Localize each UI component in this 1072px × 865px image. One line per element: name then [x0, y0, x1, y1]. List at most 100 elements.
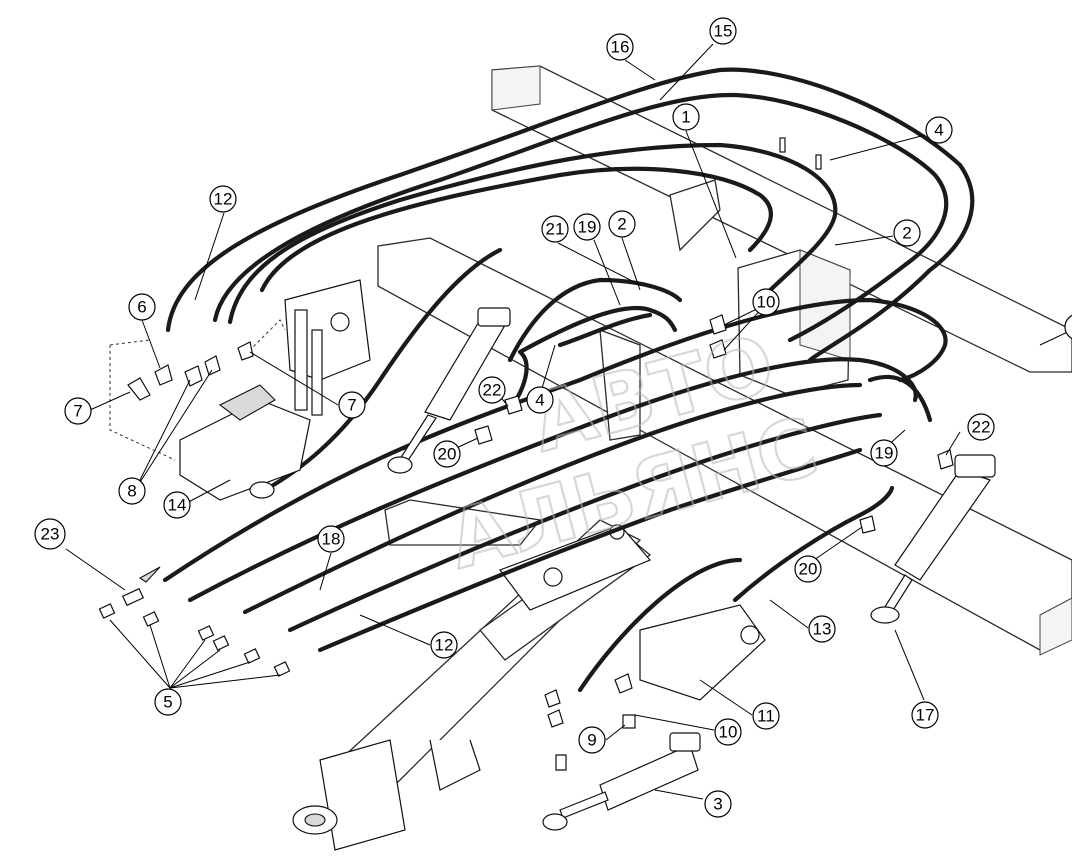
- pivot-bracket: [639, 604, 766, 701]
- hose-14: [162, 297, 948, 583]
- fitting-5-f: [273, 661, 291, 677]
- callout-18: 18: [317, 525, 345, 553]
- svg-text:2: 2: [617, 215, 626, 234]
- fitting-elbow-7-left: [127, 377, 151, 401]
- hose-12-lower-b: [287, 412, 883, 633]
- bolt-4-b: [815, 154, 822, 170]
- fittings: [98, 137, 954, 771]
- svg-text:2: 2: [902, 224, 911, 243]
- callout-10-a: 10: [752, 288, 780, 316]
- valve-hidden-lines-2: [244, 319, 286, 356]
- bolt-4-a: [779, 137, 786, 153]
- fitting-5-d: [212, 635, 230, 651]
- svg-text:21: 21: [546, 220, 565, 239]
- hose-1: [259, 166, 773, 293]
- callout-21: 21: [541, 215, 569, 243]
- fitting-10-upper-b: [709, 339, 727, 359]
- svg-text:15: 15: [714, 22, 733, 41]
- svg-text:14: 14: [168, 496, 187, 515]
- valve-outlet: [249, 481, 275, 499]
- coupler-knob: [543, 567, 563, 587]
- svg-text:18: 18: [322, 530, 341, 549]
- fitting-5-e: [243, 648, 261, 664]
- svg-text:10: 10: [719, 723, 738, 742]
- right-hydraulic-cylinder: [870, 454, 996, 624]
- direction-arrow: [138, 566, 161, 583]
- bottom-cylinder-body: [599, 744, 699, 811]
- bottom-cylinder-clevis: [542, 813, 568, 831]
- left-upper-bracket: [669, 179, 721, 252]
- callout-23: 23: [34, 518, 66, 550]
- fitting-5-c: [197, 625, 215, 641]
- callout-20-b: 20: [794, 555, 822, 583]
- drawbar-assembly: [292, 499, 766, 851]
- svg-text:9: 9: [587, 731, 596, 750]
- bottom-cylinder-cap: [669, 732, 701, 752]
- callout-14: 14: [163, 491, 191, 519]
- fitting-10-lower: [614, 673, 633, 694]
- valve-post-2: [311, 329, 323, 416]
- hose-19-left: [507, 305, 678, 413]
- svg-text:5: 5: [163, 693, 172, 712]
- lower-frame-beam: [377, 237, 1072, 651]
- coupler-housing: [499, 524, 651, 611]
- fitting-23: [121, 587, 145, 607]
- left-cylinder-cap: [477, 307, 511, 327]
- callout-19-b: 19: [870, 439, 898, 467]
- callout-leaders: [65, 43, 1072, 800]
- callout-10-b: 10: [714, 718, 742, 746]
- upper-frame-beam-side: [491, 65, 541, 111]
- hitch-eye-hole: [304, 813, 326, 827]
- lower-frame-beam-end: [1039, 597, 1072, 656]
- fitting-20-right: [859, 515, 876, 534]
- fitting-10-upper: [709, 314, 727, 335]
- svg-text:19: 19: [578, 218, 597, 237]
- callout-4-b: 4: [526, 386, 554, 414]
- fitting-22-right: [937, 449, 954, 470]
- callout-3: 3: [704, 790, 732, 818]
- callout-6: 6: [128, 293, 156, 321]
- svg-text:22: 22: [972, 418, 991, 437]
- callout-cropped-right: [1064, 314, 1072, 340]
- svg-text:20: 20: [438, 445, 457, 464]
- pivot-bolt: [740, 625, 760, 645]
- svg-text:19: 19: [875, 444, 894, 463]
- right-cylinder-cap: [954, 454, 996, 478]
- svg-text:12: 12: [435, 636, 454, 655]
- drawbar-hitch-plate: [319, 739, 406, 851]
- callouts: 1 2 2 3 4 4 5 6 7 7 8 9 10 10 11 12 12 1…: [34, 17, 1072, 818]
- svg-text:4: 4: [934, 121, 943, 140]
- left-vertical-bracket: [599, 329, 641, 441]
- svg-text:12: 12: [214, 190, 233, 209]
- callout-1: 1: [672, 103, 700, 131]
- callout-12-b: 12: [430, 631, 458, 659]
- hose-12-lower-c: [317, 447, 863, 653]
- svg-text:22: 22: [483, 381, 502, 400]
- fitting-bottom-c: [555, 754, 567, 771]
- hose-12-upper: [227, 142, 838, 325]
- svg-text:16: 16: [611, 38, 630, 57]
- fitting-elbow-8-b: [204, 355, 221, 376]
- left-hydraulic-cylinder: [387, 307, 511, 474]
- hose-19-right: [867, 374, 933, 423]
- fitting-5-b: [142, 611, 160, 627]
- callout-7-a: 7: [64, 397, 92, 425]
- callout-9: 9: [578, 726, 606, 754]
- callout-11: 11: [752, 702, 780, 730]
- hose-16: [165, 67, 975, 363]
- svg-text:6: 6: [137, 298, 146, 317]
- svg-text:10: 10: [757, 293, 776, 312]
- callout-12-a: 12: [209, 185, 237, 213]
- svg-text:8: 8: [127, 482, 136, 501]
- svg-text:3: 3: [713, 795, 722, 814]
- fitting-bottom-a: [544, 689, 561, 708]
- fitting-9: [622, 714, 636, 729]
- fitting-elbow-8-a: [184, 365, 203, 387]
- callout-13: 13: [808, 615, 836, 643]
- valve-spring-stack: [218, 384, 276, 421]
- drawbar-jack-clip: [429, 739, 481, 791]
- callout-20-a: 20: [433, 440, 461, 468]
- hose-4: [557, 312, 653, 348]
- callout-17: 17: [911, 701, 939, 729]
- svg-text:20: 20: [799, 560, 818, 579]
